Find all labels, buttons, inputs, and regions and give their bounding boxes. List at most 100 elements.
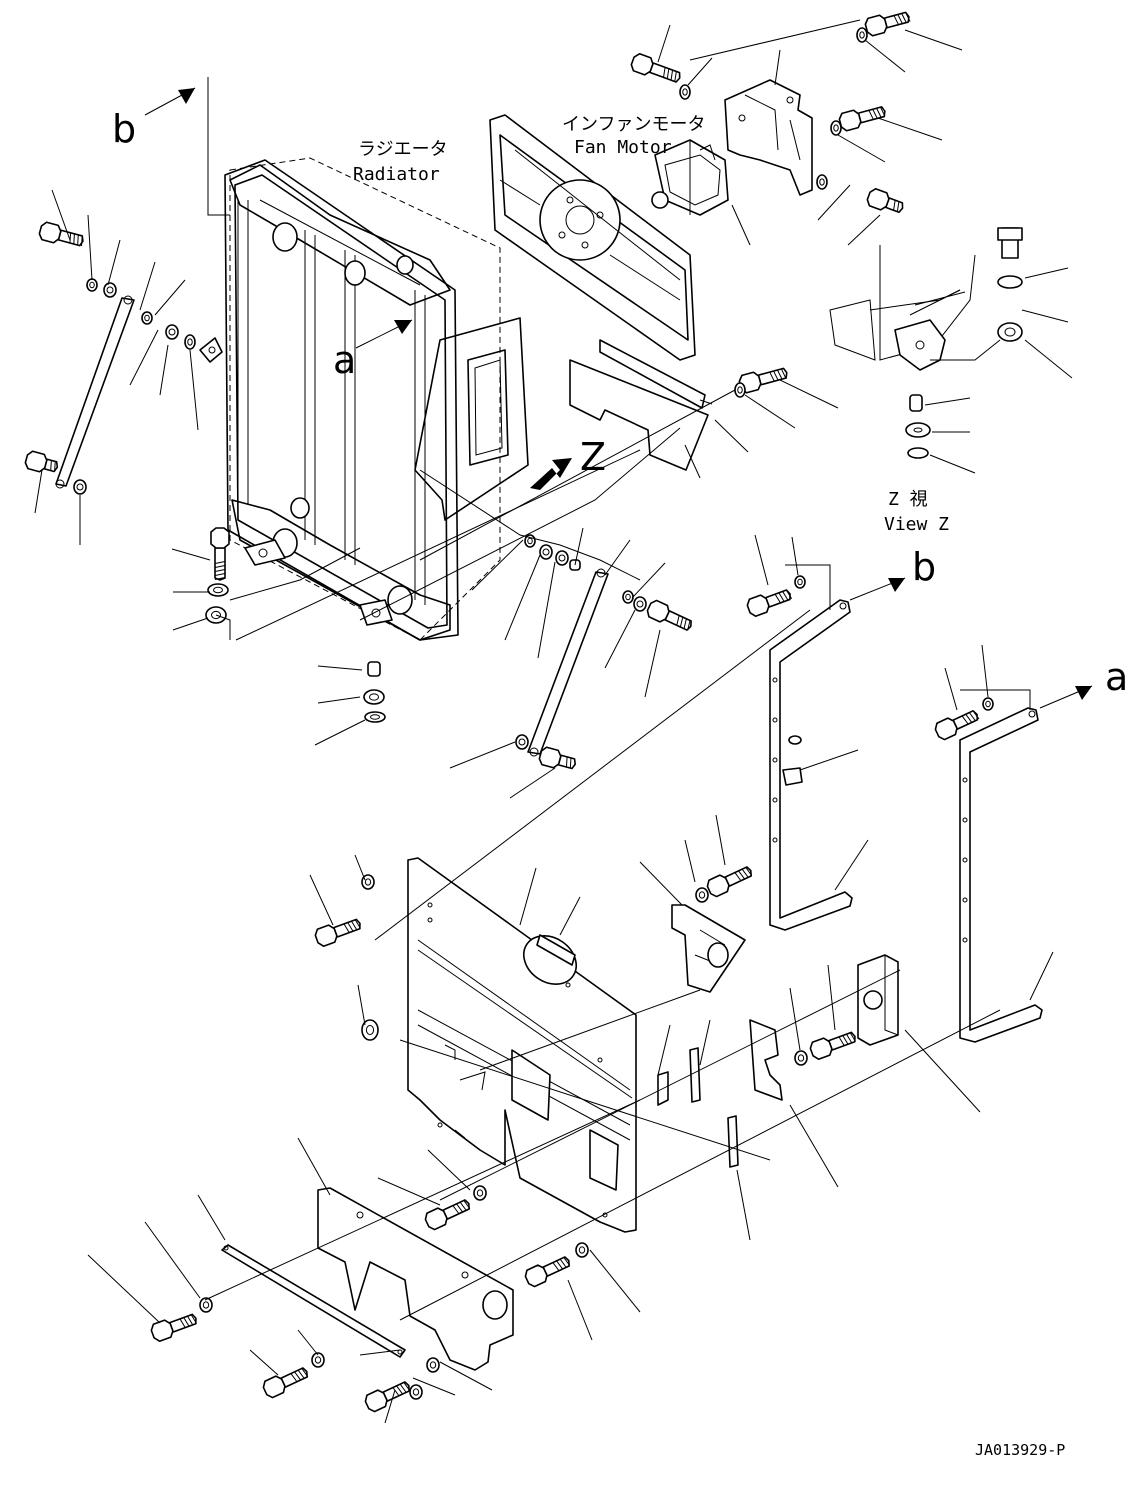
bolt xyxy=(538,746,576,770)
washer xyxy=(473,1185,487,1201)
nut-hole xyxy=(542,548,550,556)
washer xyxy=(830,120,842,136)
bolt xyxy=(746,589,793,617)
lower-plate xyxy=(317,1187,514,1371)
nut-hole xyxy=(518,738,526,746)
nut xyxy=(633,596,647,612)
washer xyxy=(816,174,828,190)
washer-hole xyxy=(89,281,95,289)
bolt-shaft xyxy=(333,918,361,938)
bolt xyxy=(24,450,59,473)
washer-hole xyxy=(202,1301,210,1309)
bolt-shaft xyxy=(382,1381,410,1402)
bolt-thread xyxy=(69,232,83,247)
bolt-thread xyxy=(774,589,793,604)
bolt-shaft xyxy=(57,229,84,247)
washer-hole xyxy=(211,610,221,620)
bolt-head xyxy=(706,874,730,898)
bolt xyxy=(364,1381,411,1413)
bolt xyxy=(210,527,230,581)
bracket-b xyxy=(769,599,853,931)
bolt-head xyxy=(646,599,670,623)
washer xyxy=(426,1357,440,1373)
bolt-shaft xyxy=(280,1367,308,1388)
washer xyxy=(363,689,385,705)
bolt-head xyxy=(838,109,862,132)
washer xyxy=(207,583,229,597)
washer xyxy=(734,382,746,398)
bolt xyxy=(38,221,84,247)
arrows xyxy=(144,87,1093,709)
washer xyxy=(794,575,806,589)
washer-hole xyxy=(429,1361,437,1369)
bolt-head xyxy=(866,188,890,211)
bolt-thread xyxy=(961,710,980,725)
bolt xyxy=(524,1256,571,1288)
washer-hole xyxy=(833,124,839,132)
stay-rod-left xyxy=(55,295,135,489)
washer xyxy=(361,1019,379,1041)
bolt-shaft xyxy=(857,106,886,124)
bolt xyxy=(630,53,681,83)
bolt-head xyxy=(24,450,48,473)
washer xyxy=(622,590,634,604)
washer-hole xyxy=(985,700,991,708)
bolt-head xyxy=(262,1375,286,1399)
washer xyxy=(141,311,153,325)
lower-panel xyxy=(407,857,637,1233)
fan-motor-shroud xyxy=(489,114,696,361)
washer-hole xyxy=(314,1356,322,1364)
fan-motor-label-jp: インファンモータ xyxy=(562,114,705,135)
nut-hole xyxy=(636,600,644,608)
leader-lines xyxy=(204,19,1031,1321)
washer-hole xyxy=(797,1054,805,1062)
bolt-head xyxy=(538,746,562,769)
nut xyxy=(103,282,117,298)
nut-hole xyxy=(558,554,566,562)
bolt-head xyxy=(314,924,338,947)
radiator-assembly xyxy=(199,157,529,641)
bolt-thread xyxy=(565,756,572,769)
bolt xyxy=(424,1199,471,1231)
bolt-thread xyxy=(769,368,787,382)
view-z-detail xyxy=(829,227,1023,459)
bolt-thread xyxy=(452,1200,471,1215)
washer xyxy=(361,874,375,890)
bolt-thread xyxy=(343,919,361,933)
bolt xyxy=(150,1313,197,1342)
bolt-thread xyxy=(893,12,911,25)
bolt-shaft xyxy=(542,1256,570,1277)
washer-hole xyxy=(698,891,706,899)
nut xyxy=(165,324,179,340)
washer xyxy=(856,27,868,43)
bolt-thread xyxy=(868,106,886,120)
washer xyxy=(364,711,386,723)
bolt-shaft xyxy=(169,1313,197,1333)
ref-label-b-top: b xyxy=(112,107,136,151)
bolt-head xyxy=(38,221,62,244)
bolt-shaft xyxy=(649,62,681,83)
washer-hole xyxy=(797,578,803,586)
drawing-number: JA013929-P xyxy=(975,1441,1065,1459)
washer-hole xyxy=(578,1246,586,1254)
washer xyxy=(311,1352,325,1368)
washer-hole xyxy=(370,714,380,720)
nut-hole xyxy=(76,483,84,491)
washer-hole xyxy=(187,338,193,346)
bolt-head xyxy=(424,1207,448,1231)
bolt xyxy=(646,599,692,631)
bolt-shaft xyxy=(664,610,692,631)
ref-label-a-radiator: a xyxy=(333,338,356,382)
bolt-thread xyxy=(893,200,900,212)
bolt xyxy=(809,1031,856,1060)
washer xyxy=(679,84,691,100)
washer xyxy=(982,697,994,711)
fan-motor xyxy=(651,139,751,246)
washer xyxy=(695,887,709,903)
bolt-thread xyxy=(552,1257,571,1272)
washer-hole xyxy=(819,178,825,186)
bolt-thread xyxy=(50,460,56,472)
strips xyxy=(657,1047,739,1168)
bolt-head xyxy=(150,1319,174,1342)
washer-hole xyxy=(625,593,631,601)
